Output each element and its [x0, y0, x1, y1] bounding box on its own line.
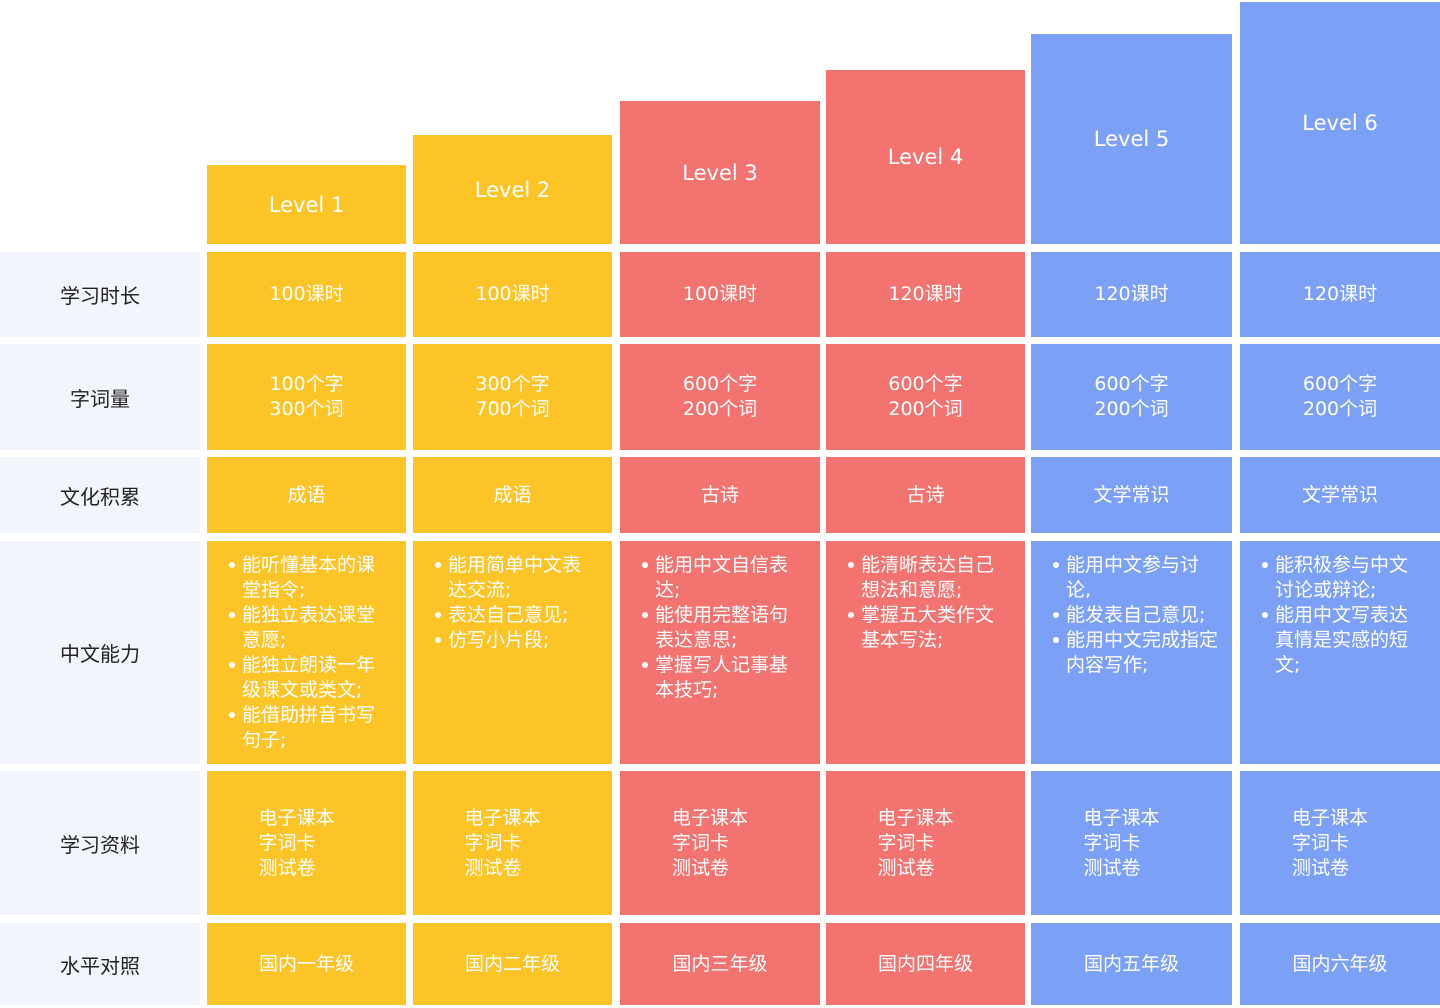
equivalent-cell: 国内五年级 [1031, 923, 1232, 1005]
vocab-line: 700个词 [475, 398, 550, 420]
vocab-line: 300个词 [269, 398, 344, 420]
culture-cell: 文学常识 [1031, 457, 1232, 533]
ability-item: 掌握五大类作文基本写法; [848, 603, 1011, 653]
material-line: 电子课本 [464, 806, 541, 829]
ability-item: 能用中文参与讨论, [1053, 553, 1218, 603]
hours-cell: 100课时 [620, 252, 820, 337]
equivalent-cell: 国内六年级 [1240, 923, 1440, 1005]
equivalent-cell: 国内三年级 [620, 923, 820, 1005]
row-label: 学习资料 [0, 771, 200, 915]
material-line: 电子课本 [671, 806, 748, 829]
materials-cell: 电子课本字词卡测试卷 [207, 771, 406, 915]
hours-cell: 100课时 [413, 252, 612, 337]
material-line: 电子课本 [1083, 806, 1160, 829]
equivalent-cell: 国内四年级 [826, 923, 1025, 1005]
ability-cell: 能积极参与中文讨论或辩论;能用中文写表达真情是实感的短文; [1240, 541, 1440, 764]
material-line: 测试卷 [1291, 856, 1349, 879]
ability-item: 能清晰表达自己想法和意愿; [848, 553, 1011, 603]
vocab-line: 600个字 [888, 373, 963, 395]
vocab-line: 600个字 [682, 373, 758, 395]
level-header: Level 3 [620, 101, 820, 244]
culture-cell: 成语 [413, 457, 612, 533]
vocab-line: 200个词 [1094, 398, 1169, 420]
ability-cell: 能用中文自信表达;能使用完整语句表达意思;掌握写人记事基本技巧; [620, 541, 820, 764]
vocab-line: 200个词 [1302, 398, 1378, 420]
culture-cell: 古诗 [620, 457, 820, 533]
ability-item: 能积极参与中文讨论或辩论; [1262, 553, 1426, 603]
ability-cell: 能用简单中文表达交流;表达自己意见;仿写小片段; [413, 541, 612, 764]
vocab-line: 600个字 [1094, 373, 1169, 395]
ability-item: 能用简单中文表达交流; [435, 553, 598, 603]
materials-cell: 电子课本字词卡测试卷 [1031, 771, 1232, 915]
material-line: 字词卡 [671, 831, 729, 854]
ability-item: 能用中文完成指定内容写作; [1053, 628, 1218, 678]
culture-cell: 成语 [207, 457, 406, 533]
ability-item: 能借助拼音书写句子; [229, 703, 392, 753]
material-line: 电子课本 [1291, 806, 1368, 829]
ability-item: 能独立朗读一年级课文或类文; [229, 653, 392, 703]
ability-item: 掌握写人记事基本技巧; [642, 653, 806, 703]
equivalent-cell: 国内二年级 [413, 923, 612, 1005]
ability-cell: 能用中文参与讨论,能发表自己意见;能用中文完成指定内容写作; [1031, 541, 1232, 764]
vocab-line: 300个字 [475, 373, 550, 395]
ability-item: 能独立表达课堂意愿; [229, 603, 392, 653]
ability-item: 能用中文写表达真情是实感的短文; [1262, 603, 1426, 678]
material-line: 字词卡 [1291, 831, 1349, 854]
level-header: Level 5 [1031, 34, 1232, 244]
hours-cell: 120课时 [826, 252, 1025, 337]
material-line: 电子课本 [877, 806, 954, 829]
hours-cell: 100课时 [207, 252, 406, 337]
level-header: Level 6 [1240, 2, 1440, 244]
material-line: 字词卡 [464, 831, 522, 854]
culture-cell: 文学常识 [1240, 457, 1440, 533]
ability-cell: 能清晰表达自己想法和意愿;掌握五大类作文基本写法; [826, 541, 1025, 764]
vocab-line: 200个词 [682, 398, 758, 420]
ability-item: 能用中文自信表达; [642, 553, 806, 603]
culture-cell: 古诗 [826, 457, 1025, 533]
row-label: 水平对照 [0, 923, 200, 1005]
vocab-cell: 600个字 200个词 [620, 344, 820, 450]
ability-item: 仿写小片段; [435, 628, 598, 653]
vocab-cell: 600个字 200个词 [1031, 344, 1232, 450]
material-line: 测试卷 [1083, 856, 1141, 879]
row-label: 文化积累 [0, 457, 200, 533]
materials-cell: 电子课本字词卡测试卷 [1240, 771, 1440, 915]
vocab-line: 200个词 [888, 398, 963, 420]
materials-cell: 电子课本字词卡测试卷 [826, 771, 1025, 915]
vocab-cell: 100个字 300个词 [207, 344, 406, 450]
row-label: 中文能力 [0, 541, 200, 764]
material-line: 测试卷 [671, 856, 729, 879]
equivalent-cell: 国内一年级 [207, 923, 406, 1005]
materials-cell: 电子课本字词卡测试卷 [620, 771, 820, 915]
vocab-line: 100个字 [269, 373, 344, 395]
level-header: Level 4 [826, 70, 1025, 244]
materials-cell: 电子课本字词卡测试卷 [413, 771, 612, 915]
hours-cell: 120课时 [1240, 252, 1440, 337]
ability-item: 表达自己意见; [435, 603, 598, 628]
level-header: Level 1 [207, 165, 406, 244]
ability-cell: 能听懂基本的课堂指令;能独立表达课堂意愿;能独立朗读一年级课文或类文;能借助拼音… [207, 541, 406, 764]
material-line: 字词卡 [1083, 831, 1141, 854]
ability-item: 能发表自己意见; [1053, 603, 1218, 628]
vocab-cell: 600个字 200个词 [1240, 344, 1440, 450]
vocab-line: 600个字 [1302, 373, 1378, 395]
material-line: 测试卷 [464, 856, 522, 879]
vocab-cell: 300个字 700个词 [413, 344, 612, 450]
ability-item: 能使用完整语句表达意思; [642, 603, 806, 653]
material-line: 电子课本 [258, 806, 335, 829]
level-header: Level 2 [413, 135, 612, 244]
row-label: 字词量 [0, 344, 200, 450]
material-line: 测试卷 [258, 856, 316, 879]
hours-cell: 120课时 [1031, 252, 1232, 337]
material-line: 字词卡 [258, 831, 316, 854]
material-line: 测试卷 [877, 856, 935, 879]
vocab-cell: 600个字 200个词 [826, 344, 1025, 450]
material-line: 字词卡 [877, 831, 935, 854]
ability-item: 能听懂基本的课堂指令; [229, 553, 392, 603]
row-label: 学习时长 [0, 252, 200, 337]
